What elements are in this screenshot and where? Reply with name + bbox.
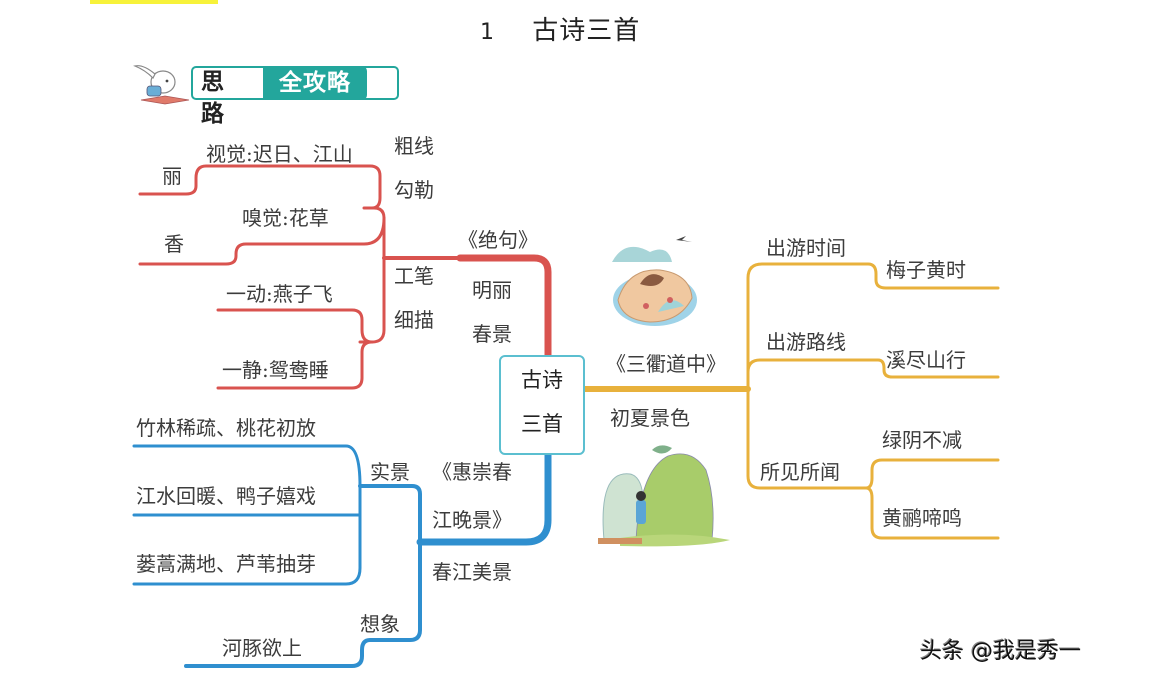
jueju-method1-line1: 粗线 (394, 134, 434, 158)
lesson-number: 1 (480, 20, 495, 45)
sanqu-seen-value1: 绿阴不减 (882, 428, 962, 452)
huichong-branch-lines (132, 444, 552, 668)
jueju-branch-lines (138, 164, 552, 390)
banner-text-quangonglue: 全攻略 (263, 66, 367, 100)
jueju-theme-2: 春景 (472, 322, 512, 346)
jueju-theme-1: 明丽 (472, 278, 512, 302)
sanqu-time-label: 出游时间 (766, 236, 846, 260)
yellow-tab-marker (90, 0, 218, 4)
sanqu-seen-label: 所见所闻 (760, 460, 840, 484)
sanqu-title: 《三衢道中》 (606, 352, 726, 376)
watermark: 头条 @我是秀一 (920, 639, 1081, 664)
rabbit-reading-icon (133, 65, 190, 105)
lesson-title: 古诗三首 (532, 16, 641, 46)
huichong-real-item: 江水回暖、鸭子嬉戏 (136, 484, 316, 508)
jueju-xiang-detail: 嗅觉:花草 (242, 206, 329, 230)
jueju-li-key: 丽 (162, 164, 182, 188)
sanqu-route-label: 出游路线 (766, 330, 846, 354)
jueju-jing: 一静:鸳鸯睡 (222, 358, 329, 382)
huichong-real-item: 蒌蒿满地、芦苇抽芽 (136, 552, 316, 576)
huichong-imagine-label: 想象 (360, 612, 400, 636)
jueju-xiang-key: 香 (164, 232, 184, 256)
sanqu-branch-lines (580, 262, 1000, 540)
jueju-title: 《绝句》 (458, 228, 538, 252)
banner-text-silu: 思路 (201, 69, 224, 127)
center-node: 古诗 三首 (499, 355, 585, 455)
huichong-title-line1: 《惠崇春 (432, 460, 512, 484)
huichong-theme: 春江美景 (432, 560, 512, 584)
island-with-bird-illustration (612, 236, 697, 326)
sanqu-theme: 初夏景色 (610, 406, 690, 430)
sanqu-seen-value2: 黄鹂啼鸣 (882, 506, 962, 530)
sanqu-time-value: 梅子黄时 (886, 258, 966, 282)
jueju-dong: 一动:燕子飞 (226, 282, 333, 306)
huichong-real-label: 实景 (370, 460, 410, 484)
jueju-method1-line2: 勾勒 (394, 178, 434, 202)
green-mountain-traveler-illustration (598, 445, 730, 547)
center-line2: 三首 (521, 412, 563, 436)
jueju-method2-line2: 细描 (394, 308, 434, 332)
huichong-title-line2: 江晚景》 (432, 508, 512, 532)
sanqu-route-value: 溪尽山行 (886, 348, 966, 372)
page-title: 1 古诗三首 (480, 10, 640, 47)
huichong-real-item: 竹林稀疏、桃花初放 (136, 416, 316, 440)
center-line1: 古诗 (521, 368, 563, 392)
huichong-imagine-item: 河豚欲上 (222, 636, 302, 660)
jueju-method2-line1: 工笔 (394, 264, 434, 288)
jueju-li-detail: 视觉:迟日、江山 (206, 142, 353, 166)
